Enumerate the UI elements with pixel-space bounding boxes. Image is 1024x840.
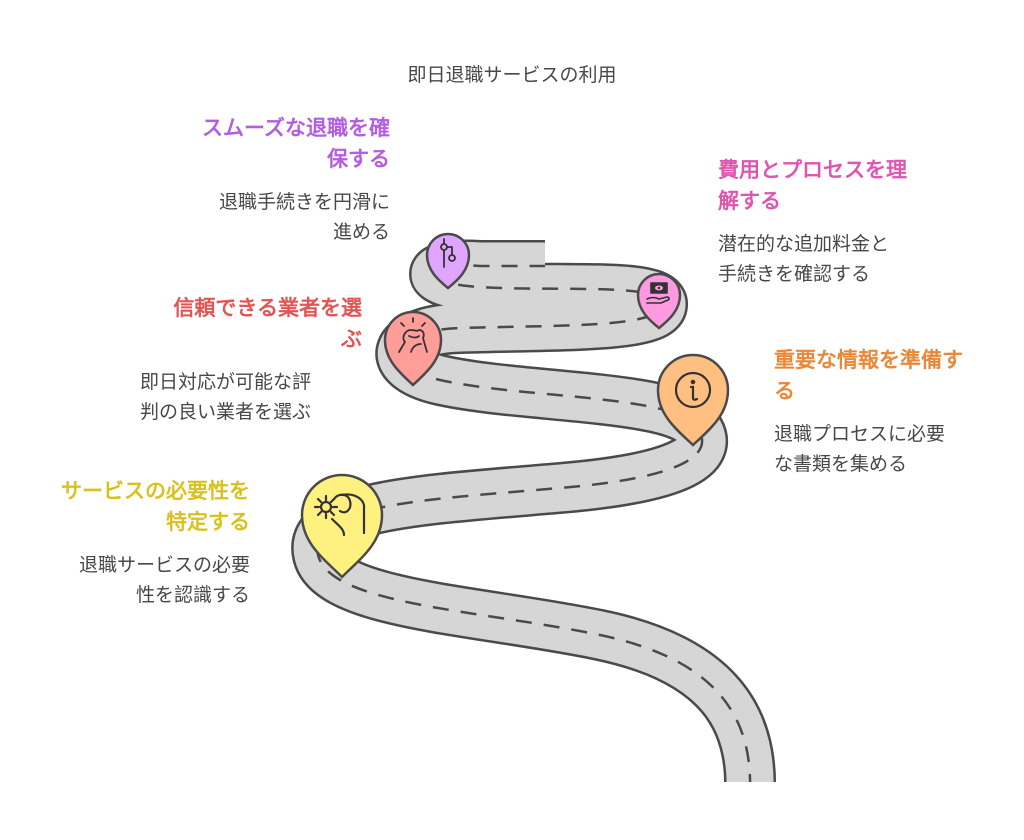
description-line: 手続きを確認する (718, 263, 871, 285)
heading-line: 信頼できる業者を選 (173, 296, 362, 320)
step-smooth-exit: スムーズな退職を確 保する 退職手続きを円滑に 進める (140, 113, 390, 247)
step-description: 退職手続きを円滑に 進める (140, 187, 390, 247)
heading-line: 重要な情報を準備す (774, 348, 963, 372)
gear-hand-icon (313, 493, 366, 537)
heading-line: 解する (718, 189, 781, 213)
step-choose-vendor: 信頼できる業者を選 ぶ 即日対応が可能な評 判の良い業者を選ぶ (112, 293, 362, 427)
pin-identify-need (300, 473, 384, 579)
pin-shape (425, 232, 471, 290)
step-heading: 信頼できる業者を選 ぶ (112, 293, 362, 355)
step-description: 退職サービスの必要 性を認識する (0, 550, 250, 610)
heading-line: 特定する (166, 510, 250, 534)
description-line: 退職プロセスに必要 (774, 423, 946, 445)
heading-line: ぶ (341, 327, 362, 351)
diagram-title: 即日退職サービスの利用 (407, 64, 617, 86)
step-description: 退職プロセスに必要 な書類を集める (774, 419, 1024, 479)
description-line: 退職手続きを円滑に (218, 191, 390, 213)
description-line: 性を認識する (135, 584, 250, 606)
heading-line: スムーズな退職を確 (202, 116, 390, 140)
handshake-icon (398, 317, 428, 353)
pin-understand-cost (636, 272, 682, 330)
step-heading: 費用とプロセスを理 解する (718, 155, 968, 217)
pin-choose-vendor (383, 310, 443, 387)
step-identify-need: サービスの必要性を 特定する 退職サービスの必要 性を認識する (0, 476, 250, 610)
route-icon (440, 238, 456, 268)
step-description: 即日対応が可能な評 判の良い業者を選ぶ (112, 367, 362, 427)
step-prepare-info: 重要な情報を準備す る 退職プロセスに必要 な書類を集める (774, 345, 1024, 479)
description-line: 退職サービスの必要 (78, 554, 250, 576)
pin-smooth-exit (425, 232, 471, 290)
info-icon (674, 371, 712, 409)
road-bottom-mask (600, 782, 820, 840)
pin-prepare-info (656, 353, 730, 447)
road-surface (293, 242, 774, 791)
description-line: 進める (332, 221, 390, 243)
heading-line: サービスの必要性を (61, 479, 250, 503)
description-line: 即日対応が可能な評 (140, 371, 312, 393)
step-heading: サービスの必要性を 特定する (0, 476, 250, 538)
description-line: な書類を集める (774, 453, 908, 475)
step-description: 潜在的な追加料金と 手続きを確認する (718, 229, 968, 289)
step-heading: スムーズな退職を確 保する (140, 113, 390, 175)
money-hand-icon (646, 282, 670, 304)
heading-line: 保する (327, 147, 390, 171)
pin-shape (636, 272, 682, 330)
step-understand-cost: 費用とプロセスを理 解する 潜在的な追加料金と 手続きを確認する (718, 155, 968, 289)
heading-line: る (774, 379, 795, 403)
step-heading: 重要な情報を準備す る (774, 345, 1024, 407)
heading-line: 費用とプロセスを理 (718, 158, 907, 182)
description-line: 判の良い業者を選ぶ (140, 401, 312, 423)
description-line: 潜在的な追加料金と (718, 233, 890, 255)
